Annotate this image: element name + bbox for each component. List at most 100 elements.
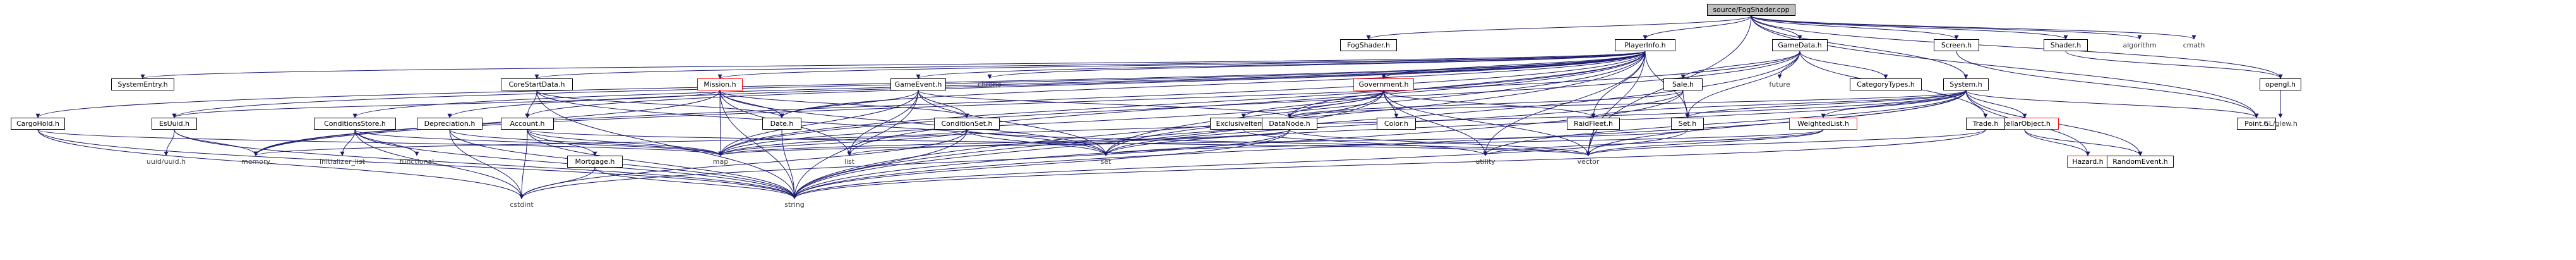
node-randomevent-h[interactable]: RandomEvent.h [2107, 156, 2174, 168]
edge-playerinfo-h-to-systementry-h [141, 51, 1646, 79]
node-gameevent-h[interactable]: GameEvent.h [890, 78, 946, 90]
edge-government-h-to-vector [1383, 90, 1591, 156]
node-set: set [1100, 158, 1111, 166]
edge-government-h-to-map [718, 90, 1384, 156]
edge-account-h-to-string [527, 129, 797, 199]
node-systementry-h[interactable]: SystemEntry.h [111, 78, 174, 90]
node-color-h[interactable]: Color.h [1377, 118, 1416, 130]
node-opengl-h[interactable]: opengl.h [2260, 78, 2301, 90]
node-categorytypes-h[interactable]: CategoryTypes.h [1850, 78, 1922, 90]
node-government-h[interactable]: Government.h [1353, 78, 1414, 90]
node-mortgage-h[interactable]: Mortgage.h [567, 156, 623, 168]
edge-source-fogshader-cpp-to-shader-h [1751, 15, 2068, 40]
node-cstdint: cstdint [510, 201, 534, 209]
node-point-h[interactable]: Point.h [2237, 118, 2276, 130]
edge-system-h-to-map [718, 90, 1967, 156]
node-corestartdata-h[interactable]: CoreStartData.h [501, 78, 573, 90]
node-uuid-uuid-h: uuid/uuid.h [146, 158, 186, 166]
node-esuuid-h[interactable]: EsUuid.h [152, 118, 197, 130]
node-exclusiveitem-h[interactable]: ExclusiveItem.h [1210, 118, 1277, 130]
node-hazard-h[interactable]: Hazard.h [2067, 156, 2109, 168]
edge-system-h-to-datanode-h [1287, 90, 1967, 118]
edge-exclusiveitem-h-to-utility [1243, 129, 1488, 156]
edge-playerinfo-h-to-date-h [779, 51, 1646, 118]
node-fogshader-h[interactable]: FogShader.h [1340, 39, 1397, 51]
node-depreciation-h[interactable]: Depreciation.h [417, 118, 482, 130]
edge-mission-h-to-conditionset-h [719, 90, 969, 118]
edge-weightedlist-h-to-vector [1586, 129, 1824, 156]
edge-playerinfo-h-to-government-h [1381, 51, 1646, 79]
edge-set-h-to-map [718, 129, 1688, 156]
node-gl-glew-h: GL/glew.h [2263, 120, 2297, 128]
edge-source-fogshader-cpp-to-system-h [1751, 15, 1968, 79]
edge-conditionset-h-to-map [718, 129, 967, 156]
edge-conditionset-h-to-cstdint [519, 129, 967, 199]
node-screen-h[interactable]: Screen.h [1934, 39, 1979, 51]
edge-set-h-to-string [792, 129, 1688, 199]
node-raidfleet-h[interactable]: RaidFleet.h [1567, 118, 1620, 130]
edge-source-fogshader-cpp-to-cmath [1751, 15, 2196, 40]
edge-mission-h-to-memory [253, 90, 721, 156]
edge-playerinfo-h-to-mission-h [717, 51, 1646, 79]
edge-system-h-to-raidfleet-h [1591, 90, 1967, 118]
node-sale-h[interactable]: Sale.h [1663, 78, 1703, 90]
node-account-h[interactable]: Account.h [501, 118, 554, 130]
edge-weightedlist-h-to-set [1103, 129, 1824, 156]
edge-stellarobject-h-to-randomevent-h [2024, 129, 2143, 156]
edge-trade-h-to-vector [1586, 129, 1986, 156]
edge-trade-h-to-string [792, 129, 1986, 199]
edge-gameevent-h-to-string [792, 90, 919, 199]
edge-date-h-to-string [781, 129, 797, 199]
edge-corestartdata-h-to-string [536, 90, 797, 199]
node-gamedata-h[interactable]: GameData.h [1772, 39, 1828, 51]
edge-conditionsstore-h-to-initializer-list [340, 129, 356, 156]
node-set-h[interactable]: Set.h [1671, 118, 1704, 130]
node-conditionset-h[interactable]: ConditionSet.h [934, 118, 1000, 130]
node-date-h[interactable]: Date.h [762, 118, 801, 130]
node-source-fogshader-cpp[interactable]: source/FogShader.cpp [1707, 4, 1795, 16]
node-shader-h[interactable]: Shader.h [2044, 39, 2088, 51]
node-conditionsstore-h[interactable]: ConditionsStore.h [314, 118, 396, 130]
edge-datanode-h-to-string [792, 129, 1290, 199]
edge-gamedata-h-to-sale-h [1680, 51, 1800, 79]
node-playerinfo-h[interactable]: PlayerInfo.h [1615, 39, 1675, 51]
edge-mission-h-to-esuuid-h [172, 90, 721, 118]
edge-system-h-to-utility [1483, 90, 1967, 156]
edge-playerinfo-h-to-corestartdata-h [535, 51, 1646, 79]
edge-source-fogshader-cpp-to-gamedata-h [1751, 15, 1802, 40]
edge-conditionsstore-h-to-cstdint [354, 129, 524, 199]
edge-system-h-to-point-h [1965, 90, 2259, 118]
edge-gamedata-h-to-set-h [1685, 51, 1800, 118]
edge-source-fogshader-cpp-to-opengl-h [1751, 15, 2283, 79]
node-trade-h[interactable]: Trade.h [1966, 118, 2005, 130]
edge-gameevent-h-to-datanode-h [918, 90, 1292, 118]
node-system-h[interactable]: System.h [1943, 78, 1989, 90]
edge-esuuid-h-to-string [174, 129, 797, 199]
include-edges [35, 15, 2283, 199]
node-cargohold-h[interactable]: CargoHold.h [11, 118, 65, 130]
node-weightedlist-h[interactable]: WeightedList.h [1789, 118, 1857, 130]
edge-playerinfo-h-to-vector [1586, 51, 1646, 156]
edge-government-h-to-exclusiveitem-h [1241, 90, 1384, 118]
edge-source-fogshader-cpp-to-screen-h [1751, 15, 1959, 40]
edge-playerinfo-h-to-map [718, 51, 1646, 156]
edge-cargohold-h-to-string [37, 129, 797, 199]
node-functional: functional [399, 158, 434, 166]
edge-depreciation-h-to-map [449, 129, 723, 156]
node-initializer-list: initializer_list [319, 158, 366, 166]
node-mission-h[interactable]: Mission.h [697, 78, 743, 90]
edge-corestartdata-h-to-account-h [525, 90, 537, 118]
edge-playerinfo-h-to-list [847, 51, 1646, 156]
node-datanode-h[interactable]: DataNode.h [1262, 118, 1317, 130]
node-utility: utility [1475, 158, 1495, 166]
edge-mortgage-h-to-string [594, 167, 797, 199]
edge-source-fogshader-cpp-to-playerinfo-h [1643, 15, 1752, 40]
edge-gameevent-h-to-map [718, 90, 919, 156]
edge-sale-h-to-datanode-h [1287, 90, 1684, 118]
node-string: string [784, 201, 805, 209]
edge-system-h-to-set [1103, 90, 1967, 156]
edge-datanode-h-to-vector [1289, 129, 1591, 156]
edge-playerinfo-h-to-depreciation-h [447, 51, 1646, 118]
edge-mission-h-to-set [719, 90, 1108, 156]
